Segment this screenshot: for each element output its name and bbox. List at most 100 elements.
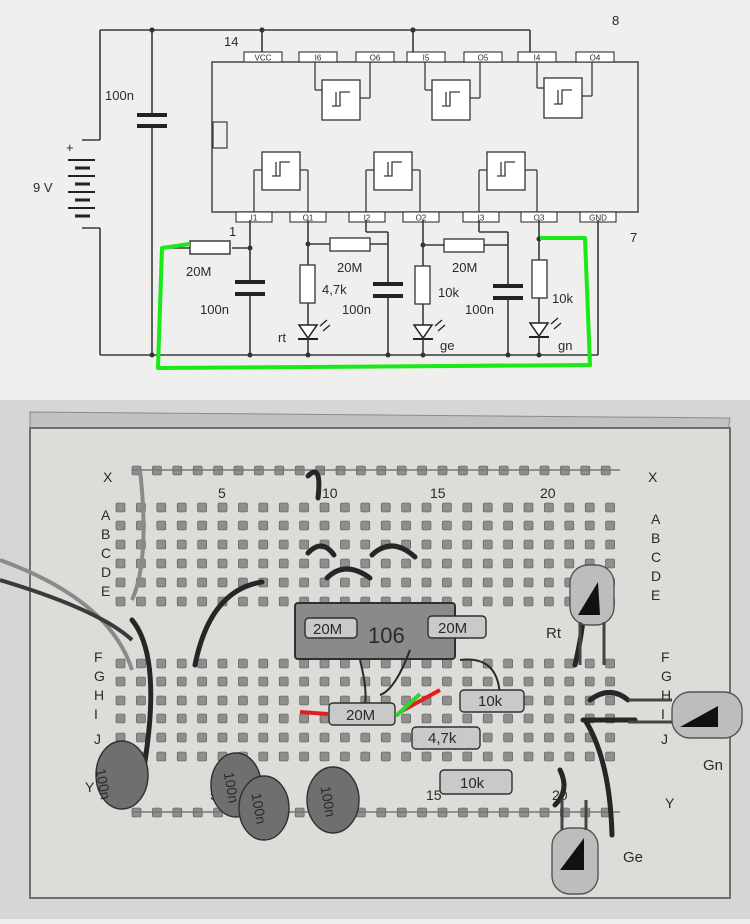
breadboard-hole — [238, 676, 248, 687]
breadboard-hole — [217, 676, 228, 687]
breadboard-hole — [238, 695, 248, 706]
breadboard-label-g: G — [661, 668, 672, 684]
breadboard-label-j: J — [661, 731, 668, 747]
breadboard-hole — [401, 676, 411, 687]
breadboard-hole — [380, 732, 391, 743]
breadboard-hole — [523, 520, 534, 531]
breadboard-hole — [156, 558, 167, 569]
breadboard-hole — [278, 732, 289, 743]
breadboard-hole — [156, 713, 167, 724]
breadboard-hole — [258, 695, 269, 706]
breadboard-hole — [340, 676, 350, 687]
resistor-10k-lower — [439, 769, 513, 795]
breadboard-hole — [156, 695, 167, 706]
breadboard-hole — [421, 676, 432, 687]
breadboard-hole — [421, 520, 432, 531]
breadboard-hole — [442, 577, 452, 588]
pin-7-label: 7 — [630, 230, 637, 245]
breadboard-hole — [319, 695, 330, 706]
breadboard-hole — [319, 751, 330, 762]
breadboard-hole — [503, 676, 513, 687]
breadboard-label-h: H — [94, 687, 104, 703]
breadboard-hole — [176, 713, 187, 724]
resistor-20m — [328, 702, 396, 726]
breadboard-hole — [217, 713, 228, 724]
breadboard-hole — [421, 539, 432, 550]
breadboard-label-c: C — [651, 549, 661, 565]
breadboard-hole — [238, 732, 248, 743]
breadboard-hole — [258, 558, 269, 569]
breadboard-hole — [217, 577, 228, 588]
pin-box — [402, 211, 440, 223]
breadboard-hole — [197, 713, 207, 724]
chip-resistor-1-label: 20M — [313, 621, 342, 638]
breadboard-hole — [544, 676, 554, 687]
breadboard-hole — [197, 596, 207, 607]
breadboard-hole — [482, 751, 493, 762]
breadboard-hole — [462, 596, 473, 607]
breadboard-hole — [136, 732, 146, 743]
pin-label-o2: O2 — [416, 214, 427, 223]
breadboard-hole — [421, 751, 432, 762]
breadboard-hole — [421, 577, 432, 588]
breadboard-hole — [421, 658, 432, 669]
breadboard-hole — [523, 751, 534, 762]
schmitt-gate-2 — [365, 151, 421, 212]
breadboard-hole — [340, 502, 350, 513]
breadboard-label-b: B — [651, 530, 660, 546]
breadboard-hole — [156, 539, 167, 550]
capacitor-2-label: 100n — [221, 771, 242, 804]
breadboard-hole — [442, 558, 452, 569]
breadboard-hole — [340, 732, 350, 743]
breadboard-hole — [299, 539, 309, 550]
breadboard-hole — [156, 596, 167, 607]
breadboard-hole — [442, 695, 452, 706]
chip-label: 106 — [368, 623, 405, 648]
c3-label: 100n — [465, 302, 494, 317]
breadboard-hole — [360, 502, 371, 513]
led-ge — [551, 800, 599, 895]
breadboard-label-f: F — [94, 649, 103, 665]
cap-top-label: 100n — [105, 88, 134, 103]
pin-1-label: 1 — [229, 224, 236, 239]
breadboard-hole — [278, 658, 289, 669]
resistor-10k-lower-label: 10k — [460, 775, 485, 792]
breadboard-label-10: 10 — [322, 485, 338, 501]
capacitor-4 — [306, 766, 360, 834]
breadboard-label-b: B — [101, 526, 110, 542]
resistor-20m-label: 20M — [346, 707, 375, 724]
breadboard-hole — [136, 713, 146, 724]
pin-label-i4: I4 — [534, 54, 541, 63]
breadboard-hole — [544, 558, 554, 569]
breadboard-hole — [605, 695, 615, 706]
c2-label: 100n — [342, 302, 371, 317]
breadboard-hole — [462, 520, 473, 531]
breadboard-hole — [503, 539, 513, 550]
breadboard-label-5: 5 — [218, 485, 226, 501]
breadboard-hole — [360, 751, 371, 762]
resistor-4k7 — [411, 726, 481, 750]
breadboard-hole — [176, 695, 187, 706]
breadboard-hole — [564, 558, 575, 569]
breadboard-hole — [360, 732, 371, 743]
resistor-10k-upper-label: 10k — [478, 693, 503, 710]
pin-label-o6: O6 — [370, 54, 381, 63]
breadboard-hole — [462, 502, 473, 513]
breadboard-hole — [401, 520, 411, 531]
pin-label-i2: I2 — [364, 214, 371, 223]
breadboard-label-g: G — [94, 668, 105, 684]
capacitor-3-label: 100n — [248, 792, 269, 825]
breadboard-hole — [564, 676, 575, 687]
breadboard-hole — [544, 502, 554, 513]
breadboard-hole — [299, 713, 309, 724]
breadboard-hole — [176, 732, 187, 743]
breadboard-hole — [605, 658, 615, 669]
breadboard-label-y: Y — [85, 779, 95, 795]
breadboard-hole — [319, 520, 330, 531]
breadboard-hole — [442, 751, 452, 762]
pin-label-i3: I3 — [478, 214, 485, 223]
breadboard-hole — [176, 502, 187, 513]
